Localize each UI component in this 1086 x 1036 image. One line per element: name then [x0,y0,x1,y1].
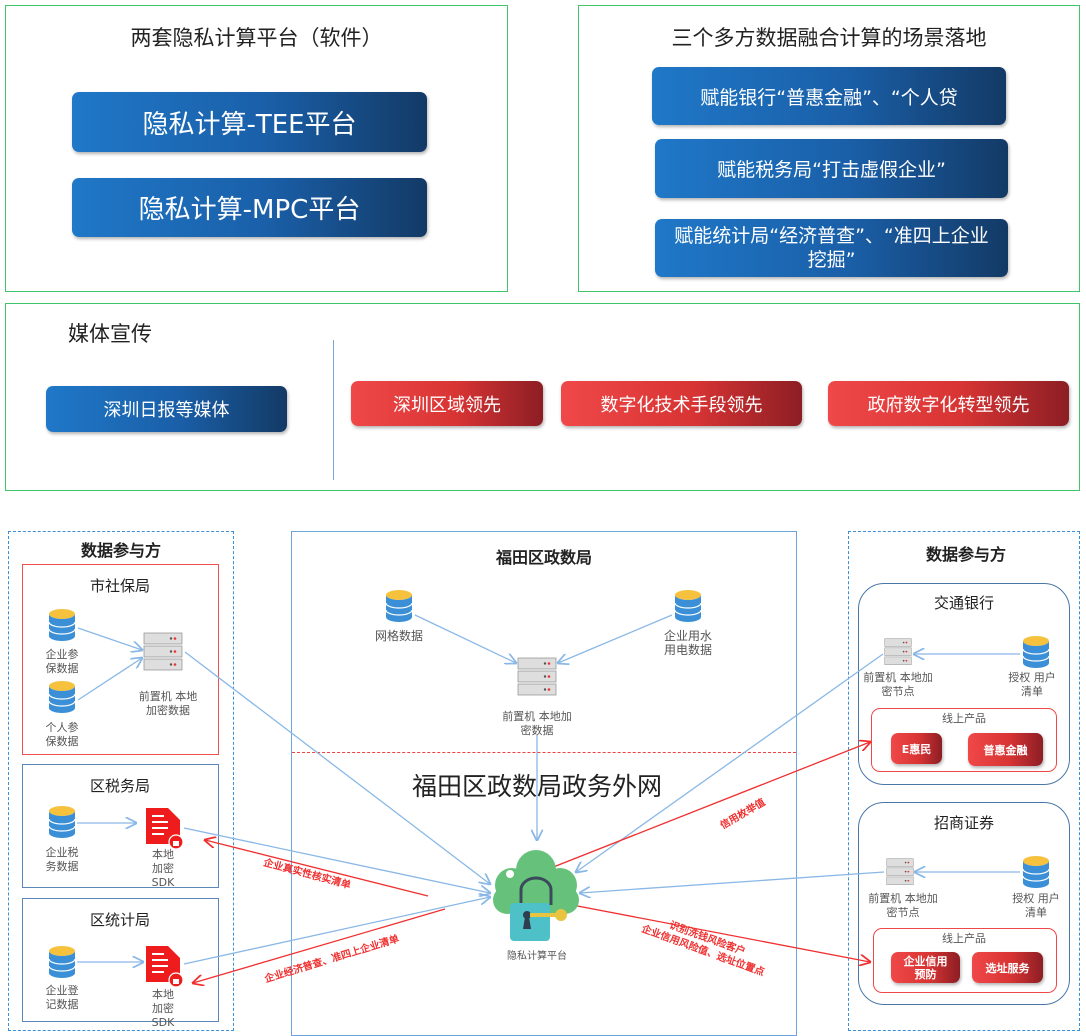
server-icon [886,858,914,885]
db-label: 授权 用户清单 [1008,671,1056,698]
db-label: 企业税务数据 [45,846,79,873]
securities-title: 招商证券 [933,814,995,832]
encrypted-document-icon [145,807,184,850]
highlight-region[interactable]: 深圳区域领先 [351,381,543,426]
shuiwu-title: 区税务局 [89,777,151,795]
media-title: 媒体宣传 [68,322,152,346]
left-participants-panel [8,531,234,1031]
db-label: 个人参保数据 [45,721,79,748]
db-label: 企业登记数据 [45,984,79,1011]
product-credit-warning[interactable]: 企业信用预防 [891,952,960,983]
sdk-label: 本地加密SDK [151,848,175,889]
product-site-selection[interactable]: 选址服务 [972,952,1043,983]
data-flows-red [193,742,870,983]
db-label: 授权 用户清单 [1012,892,1060,919]
database-icon [385,589,413,623]
network-boundary [292,752,796,753]
scenario-stats[interactable]: 赋能统计局“经济普查”、“准四上企业挖掘” [655,219,1008,277]
media-source-button[interactable]: 深圳日报等媒体 [46,386,287,432]
scenario-bank[interactable]: 赋能银行“普惠金融”、“个人贷 [652,67,1006,125]
scenarios-title: 三个多方数据融合计算的场景落地 [671,26,987,50]
server-label: 前置机 本地加密数据 [502,710,572,737]
mpc-platform-button[interactable]: 隐私计算-MPC平台 [72,178,427,237]
server-icon [517,657,557,696]
scenario-tax[interactable]: 赋能税务局“打击虚假企业” [655,139,1008,198]
tongji-title: 区统计局 [89,911,151,929]
securities-products-box [873,928,1057,993]
server-label: 前置机 本地加密数据 [138,690,198,717]
database-icon [48,608,76,642]
server-icon [884,638,912,665]
server-label: 前置机 本地加密节点 [863,671,933,698]
database-icon [48,945,76,979]
highlight-gov[interactable]: 政府数字化转型领先 [828,381,1069,426]
product-e-huimin[interactable]: E惠民 [891,733,942,764]
right-participants-panel [848,531,1080,1031]
bank-box [858,583,1070,785]
shebao-box [22,564,219,755]
server-label: 前置机 本地加密节点 [868,892,938,919]
platforms-title: 两套隐私计算平台（软件） [130,26,383,50]
securities-products-title: 线上产品 [942,932,986,945]
bank-title: 交通银行 [933,594,995,612]
divider [333,340,334,480]
cloud-lock-icon [493,850,579,941]
securities-box [858,802,1070,1005]
database-icon [1022,855,1050,889]
center-title: 福田区政数局 [495,548,593,567]
db-label: 网格数据 [374,629,424,643]
encrypted-document-icon [145,945,184,988]
database-icon [48,680,76,714]
shuiwu-box [22,764,219,888]
highlight-tech[interactable]: 数字化技术手段领先 [561,381,802,426]
database-icon [674,589,702,623]
tongji-box [22,898,219,1022]
sdk-label: 本地加密SDK [151,988,175,1029]
product-puhui-jinrong[interactable]: 普惠金融 [968,733,1043,766]
database-icon [1022,635,1050,669]
scenarios-panel: 三个多方数据融合计算的场景落地 [578,5,1080,292]
db-label: 企业参保数据 [45,648,79,675]
tee-platform-button[interactable]: 隐私计算-TEE平台 [72,92,427,152]
database-icon [48,805,76,839]
data-flows-blue [77,614,1020,964]
db-label: 企业用水用电数据 [663,629,712,657]
shebao-title: 市社保局 [89,577,151,595]
right-participants-title: 数据参与方 [925,545,1007,564]
left-participants-title: 数据参与方 [80,541,162,560]
bank-products-title: 线上产品 [942,712,986,725]
platform-label: 隐私计算平台 [507,951,567,962]
server-icon [143,632,183,671]
media-panel: 媒体宣传 [5,303,1080,491]
platforms-panel: 两套隐私计算平台（软件） [5,5,508,292]
